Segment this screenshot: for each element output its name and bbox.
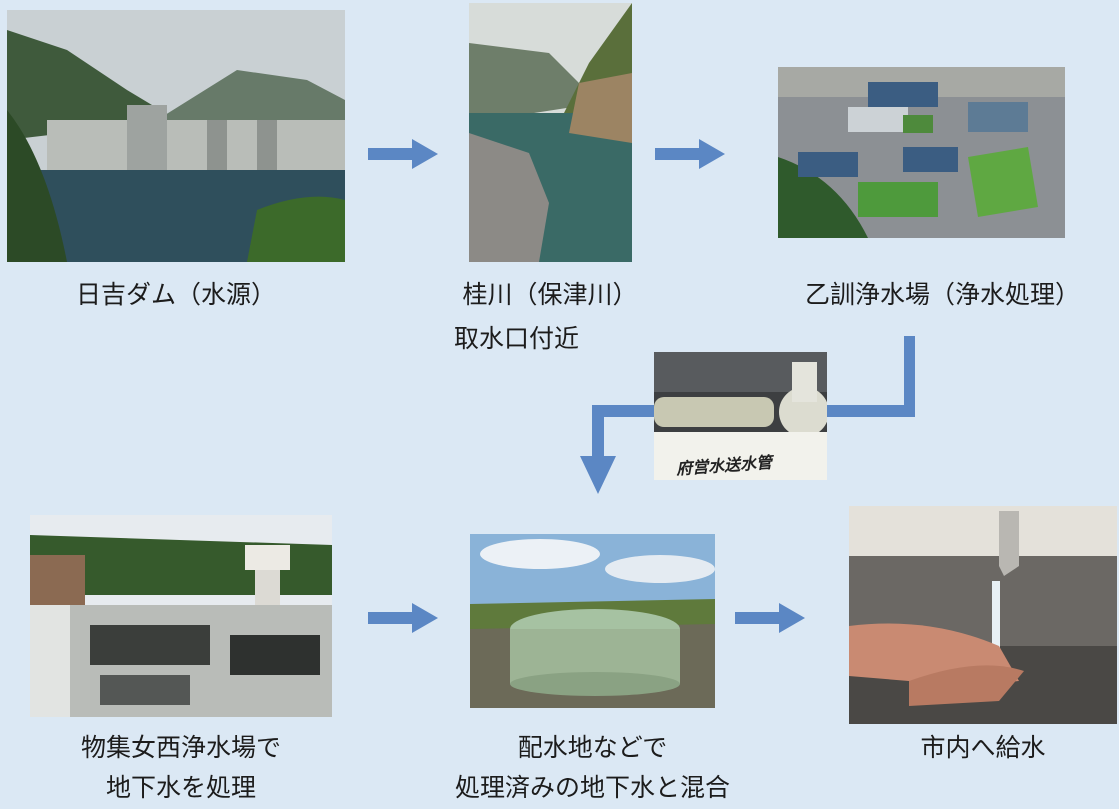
groundwater-label-line2: 地下水を処理 — [105, 773, 256, 802]
arrow-river-to-plant — [655, 139, 725, 169]
supply-label: 市内へ給水 — [849, 728, 1117, 768]
arrow-reservoir-to-supply — [735, 603, 805, 633]
river-label: 桂川（保津川） 取水口付近 — [420, 273, 680, 361]
river-label-line1: 桂川（保津川） — [462, 280, 638, 309]
groundwater-label: 物集女西浄水場で 地下水を処理 — [30, 728, 332, 808]
groundwater-plant-photo — [30, 515, 332, 717]
reservoir-photo — [470, 534, 715, 708]
reservoir-label: 配水地などで 処理済みの地下水と混合 — [440, 728, 745, 808]
river-photo — [469, 3, 632, 262]
reservoir-label-line1: 配水地などで — [517, 733, 668, 762]
arrow-groundwater-to-reservoir — [368, 603, 438, 633]
dam-photo — [7, 10, 345, 262]
tap-water-photo — [849, 506, 1117, 724]
reservoir-label-line2: 処理済みの地下水と混合 — [454, 773, 730, 802]
plant-label-line1: 乙訓浄水場（浄水処理） — [804, 280, 1080, 309]
dam-label: 日吉ダム（水源） — [7, 273, 345, 317]
river-label-line2: 取水口付近 — [454, 324, 580, 353]
supply-label-line1: 市内へ給水 — [920, 733, 1046, 762]
arrow-dam-to-river — [368, 139, 438, 169]
treatment-plant-photo — [778, 67, 1065, 238]
pipe-photo: 府営水送水管 — [654, 352, 827, 480]
dam-label-line1: 日吉ダム（水源） — [75, 280, 276, 309]
plant-label: 乙訓浄水場（浄水処理） — [770, 273, 1115, 317]
groundwater-label-line1: 物集女西浄水場で — [80, 733, 281, 762]
